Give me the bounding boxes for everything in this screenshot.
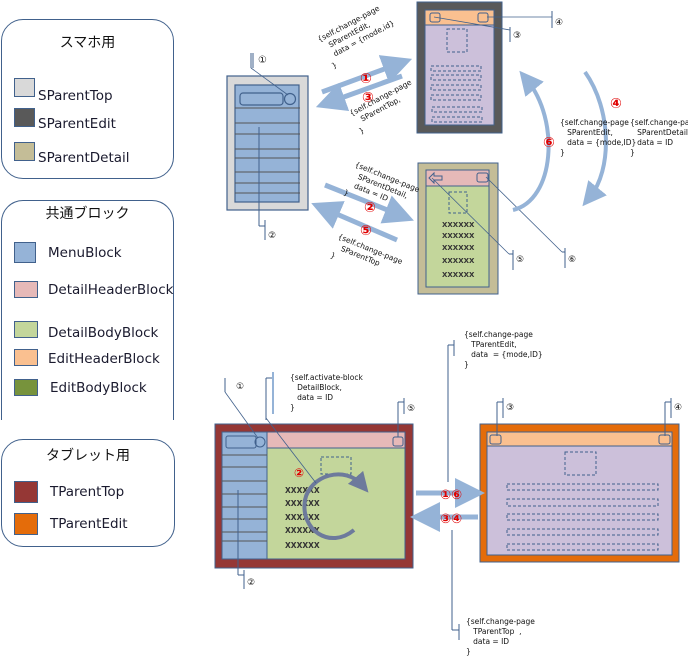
search-button-icon bbox=[283, 92, 297, 106]
callout-4: ④ bbox=[674, 403, 682, 413]
tablet-tparenttop: XXXXXX XXXXXX XXXXXX XXXXXX XXXXXX ② ① ⑤… bbox=[214, 372, 415, 589]
legend-common-blocks: 共通ブロック MenuBlock DetailHeaderBlock Detai… bbox=[1, 200, 174, 420]
list-item: XXXXXX bbox=[285, 526, 320, 535]
step-marker-2: ② bbox=[364, 200, 376, 216]
search-button-icon bbox=[254, 436, 266, 448]
back-arrow-icon bbox=[428, 171, 443, 185]
legend-smartphone: スマホ用 SParentTop SParentEdit SParentDetai… bbox=[1, 19, 174, 179]
edit-save-icon bbox=[477, 12, 489, 23]
callout-2: ② bbox=[247, 578, 255, 588]
callout-4: ④ bbox=[555, 18, 563, 28]
search-field bbox=[239, 92, 284, 106]
list-item: XXXXXX bbox=[442, 271, 475, 279]
callout-5: ⑤ bbox=[516, 255, 524, 265]
arrow-detail-to-top bbox=[311, 201, 398, 243]
swatch-tparenttop bbox=[14, 481, 38, 503]
code-change-to-tparentedit: {self.change-page TParentEdit, data = {m… bbox=[464, 330, 543, 369]
arrow-edit-to-detail bbox=[582, 70, 608, 207]
legend-item-editbodyblock: EditBodyBlock bbox=[14, 379, 147, 396]
phone-sparentdetail: XXXXXX XXXXXX XXXXXX XXXXXX XXXXXX ⑤ ⑥ bbox=[417, 162, 576, 295]
list-item: XXXXXX bbox=[285, 541, 320, 550]
edit-button-icon bbox=[476, 172, 489, 183]
legend-title: タブレット用 bbox=[46, 448, 130, 464]
arrow-edit-to-top bbox=[315, 73, 403, 112]
legend-label: TParentEdit bbox=[50, 516, 128, 532]
legend-label: DetailHeaderBlock bbox=[48, 281, 174, 298]
list-item: XXXXXX bbox=[285, 513, 320, 522]
legend-item-sparenttop: SParentTop bbox=[14, 70, 113, 104]
code-change-to-tparenttop: {self.change-page TParentTop , data = ID… bbox=[466, 617, 535, 656]
step-marker-34: ③④ bbox=[440, 512, 462, 527]
legend-item-detailbodyblock: DetailBodyBlock bbox=[14, 317, 158, 341]
swatch-editheaderblock bbox=[14, 348, 38, 366]
legend-item-tparenttop: TParentTop bbox=[14, 481, 124, 503]
swatch-sparenttop bbox=[14, 77, 35, 97]
swatch-detailbodyblock bbox=[14, 320, 38, 338]
list-item: XXXXXX bbox=[442, 244, 475, 252]
list-item: XXXXXX bbox=[442, 221, 475, 229]
legend-label: TParentTop bbox=[50, 484, 125, 500]
legend-item-menublock: MenuBlock bbox=[14, 242, 122, 263]
callout-1: ① bbox=[258, 55, 267, 66]
step-marker-4: ④ bbox=[610, 96, 622, 112]
step-marker-5: ⑤ bbox=[360, 223, 372, 239]
legend-item-tparentedit: TParentEdit bbox=[14, 513, 128, 535]
legend-label: MenuBlock bbox=[48, 244, 122, 261]
legend-label: SParentEdit bbox=[38, 116, 116, 132]
legend-tablet: タブレット用 TParentTop TParentEdit bbox=[1, 439, 175, 547]
detail-list: XXXXXX XXXXXX XXXXXX XXXXXX XXXXXX bbox=[442, 221, 475, 279]
edit-cancel-icon bbox=[489, 434, 502, 445]
code-activate-detailblock: {self.activate-block DetailBlock, data =… bbox=[290, 373, 363, 412]
refresh-cycle-icon bbox=[302, 470, 369, 541]
arrow-top-to-detail bbox=[324, 182, 414, 224]
callout-1: ① bbox=[236, 382, 244, 392]
callout-6: ⑥ bbox=[568, 255, 576, 265]
search-field bbox=[225, 435, 257, 449]
edit-cancel-icon bbox=[429, 12, 441, 23]
step-marker-2: ② bbox=[294, 466, 304, 480]
step-marker-3: ③ bbox=[362, 90, 374, 106]
step-marker-16: ①⑥ bbox=[440, 488, 462, 503]
arrow-detail-to-edit bbox=[512, 70, 551, 212]
list-item: XXXXXX bbox=[442, 257, 475, 265]
step-marker-1: ① bbox=[360, 71, 372, 87]
code-edit-change-to-sparentdetail: {self.change-page SParentDetail, data = … bbox=[630, 118, 688, 157]
legend-title: 共通ブロック bbox=[45, 206, 130, 222]
swatch-tparentedit bbox=[14, 513, 38, 535]
list-item: XXXXXX bbox=[285, 486, 320, 495]
list-item: XXXXXX bbox=[285, 499, 320, 508]
swatch-sparentedit bbox=[14, 107, 35, 127]
code-detail-change-to-sparentedit: {self.change-page SParentEdit, data = {m… bbox=[560, 118, 637, 157]
list-item: XXXXXX bbox=[442, 232, 475, 240]
swatch-sparentdetail bbox=[14, 141, 35, 161]
step-marker-6: ⑥ bbox=[543, 135, 555, 151]
detail-list: XXXXXX XXXXXX XXXXXX XXXXXX XXXXXX bbox=[285, 486, 320, 550]
legend-item-detailheaderblock: DetailHeaderBlock bbox=[14, 281, 173, 298]
swatch-menublock bbox=[14, 242, 36, 263]
legend-item-sparentedit: SParentEdit bbox=[14, 102, 116, 132]
legend-label: DetailBodyBlock bbox=[48, 325, 159, 341]
legend-label: SParentTop bbox=[38, 88, 113, 104]
callout-3: ③ bbox=[506, 403, 514, 413]
callout-2: ② bbox=[268, 231, 276, 241]
tablet-tparentedit: ③ ④ bbox=[479, 398, 682, 563]
legend-title: スマホ用 bbox=[59, 35, 116, 51]
legend-label: EditHeaderBlock bbox=[48, 351, 160, 367]
swatch-editbodyblock bbox=[14, 379, 38, 396]
legend-label: SParentDetail bbox=[38, 150, 130, 166]
swatch-detailheaderblock bbox=[14, 281, 38, 298]
phone-sparentedit: ③ ④ bbox=[416, 1, 563, 134]
legend-item-sparentdetail: SParentDetail bbox=[14, 136, 130, 166]
callout-5: ⑤ bbox=[407, 404, 415, 414]
legend-item-editheaderblock: EditHeaderBlock bbox=[14, 347, 160, 367]
legend-label: EditBodyBlock bbox=[50, 379, 147, 396]
callout-3: ③ bbox=[513, 31, 521, 41]
phone-sparenttop: ① ② bbox=[226, 53, 309, 241]
